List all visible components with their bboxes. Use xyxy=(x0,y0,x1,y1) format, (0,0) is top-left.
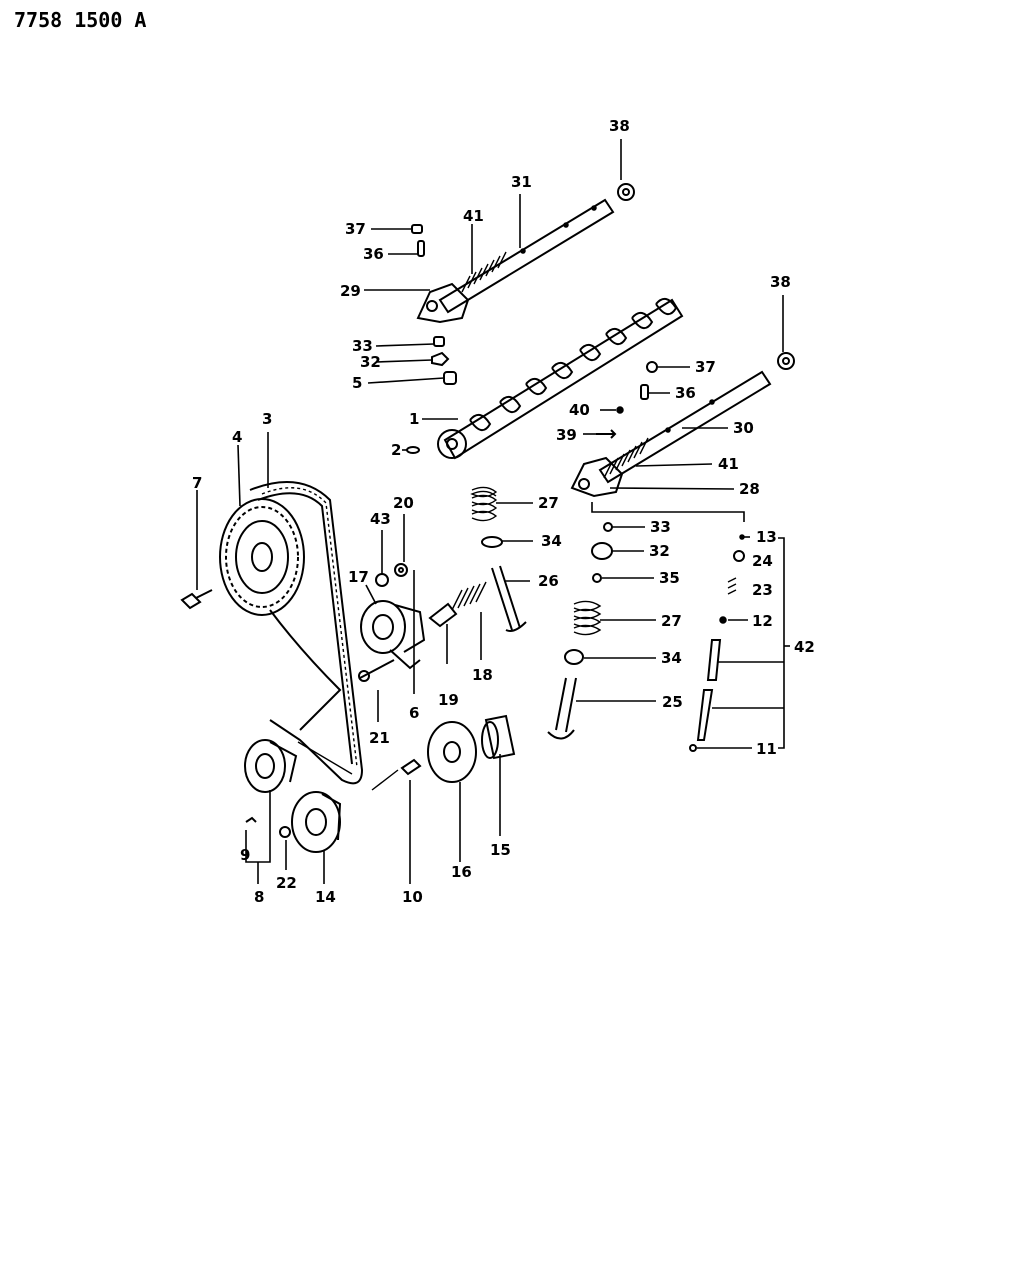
sprocket-bolt xyxy=(180,589,213,610)
callout-labels: 38 31 41 37 36 29 33 32 5 1 2 38 37 36 4… xyxy=(192,117,815,906)
callout-30: 30 xyxy=(733,419,754,437)
camshaft-sprocket xyxy=(219,498,305,616)
callout-28: 28 xyxy=(739,480,760,498)
callout-34-upper: 34 xyxy=(541,532,562,550)
crankshaft-flange xyxy=(427,721,477,783)
spring-seat-lower xyxy=(564,649,584,665)
crankshaft-sprocket xyxy=(244,739,298,793)
leader-lines xyxy=(196,139,790,884)
tensioner-washer xyxy=(394,563,408,577)
callout-25: 25 xyxy=(662,693,683,711)
callout-29: 29 xyxy=(340,282,361,300)
timing-belt xyxy=(249,481,364,785)
valve-cotter xyxy=(603,522,613,532)
callout-42: 42 xyxy=(794,638,815,656)
spacer xyxy=(481,714,516,760)
callout-2: 2 xyxy=(391,441,401,459)
valve-spring-lower xyxy=(573,600,602,636)
valve-spring-upper xyxy=(470,486,498,522)
callout-32-upper: 32 xyxy=(360,353,381,371)
callout-16: 16 xyxy=(451,863,472,881)
callout-22: 22 xyxy=(276,874,297,892)
valve-stem-seal xyxy=(592,573,602,583)
tensioner-spring xyxy=(428,581,487,628)
callout-3: 3 xyxy=(262,410,272,428)
callout-34-lower: 34 xyxy=(661,649,682,667)
callout-8: 8 xyxy=(254,888,264,906)
callout-32-lower: 32 xyxy=(649,542,670,560)
spring-seat-upper xyxy=(481,536,503,548)
callout-5: 5 xyxy=(352,374,362,392)
jet-valve-assembly xyxy=(689,534,745,752)
callout-35: 35 xyxy=(659,569,680,587)
belt-guide-lines xyxy=(297,741,399,791)
tensioner-bolt xyxy=(358,659,395,682)
callout-40: 40 xyxy=(569,401,590,419)
callout-31: 31 xyxy=(511,173,532,191)
drawing-code: 7758 1500 A xyxy=(14,8,147,32)
callout-15: 15 xyxy=(490,841,511,859)
tensioner-nut xyxy=(375,573,389,587)
callout-33-lower: 33 xyxy=(650,518,671,536)
callout-27-lower: 27 xyxy=(661,612,682,630)
callout-4: 4 xyxy=(232,428,242,446)
callout-23: 23 xyxy=(752,581,773,599)
callout-37-lower: 37 xyxy=(695,358,716,376)
callout-14: 14 xyxy=(315,888,336,906)
callout-9: 9 xyxy=(240,846,250,864)
callout-27-upper: 27 xyxy=(538,494,559,512)
callout-6: 6 xyxy=(409,704,419,722)
exhaust-valve xyxy=(491,565,527,632)
belt-tensioner xyxy=(360,600,426,670)
callout-36-upper: 36 xyxy=(363,245,384,263)
lower-shaft-end-washer xyxy=(777,352,795,370)
flange xyxy=(279,826,291,838)
callout-36-lower: 36 xyxy=(675,384,696,402)
callout-33-upper: 33 xyxy=(352,337,373,355)
callout-21: 21 xyxy=(369,729,390,747)
callout-37-upper: 37 xyxy=(345,220,366,238)
callout-18: 18 xyxy=(472,666,493,684)
camshaft xyxy=(437,297,684,460)
woodruff-key xyxy=(406,446,420,454)
small-parts-lower xyxy=(596,361,658,439)
callout-1: 1 xyxy=(409,410,419,428)
callout-24: 24 xyxy=(752,552,773,570)
callout-13: 13 xyxy=(756,528,777,546)
valve-retainer xyxy=(591,542,613,560)
callout-20: 20 xyxy=(393,494,414,512)
callout-39: 39 xyxy=(556,426,577,444)
callout-26: 26 xyxy=(538,572,559,590)
callout-12: 12 xyxy=(752,612,773,630)
sprocket-key xyxy=(245,816,257,823)
intake-valve xyxy=(547,677,577,740)
key xyxy=(400,758,422,776)
callout-43: 43 xyxy=(370,510,391,528)
callout-7: 7 xyxy=(192,474,202,492)
callout-41-lower: 41 xyxy=(718,455,739,473)
upper-shaft-end-washer xyxy=(617,183,635,201)
callout-41-upper: 41 xyxy=(463,207,484,225)
lower-rocker-shaft xyxy=(570,370,772,498)
callout-38-upper: 38 xyxy=(609,117,630,135)
callout-17: 17 xyxy=(348,568,369,586)
callout-19: 19 xyxy=(438,691,459,709)
balance-shaft-sprocket xyxy=(291,791,342,853)
upper-rocker-shaft xyxy=(416,198,615,324)
callout-11: 11 xyxy=(756,740,777,758)
callout-10: 10 xyxy=(402,888,423,906)
callout-38-lower: 38 xyxy=(770,273,791,291)
